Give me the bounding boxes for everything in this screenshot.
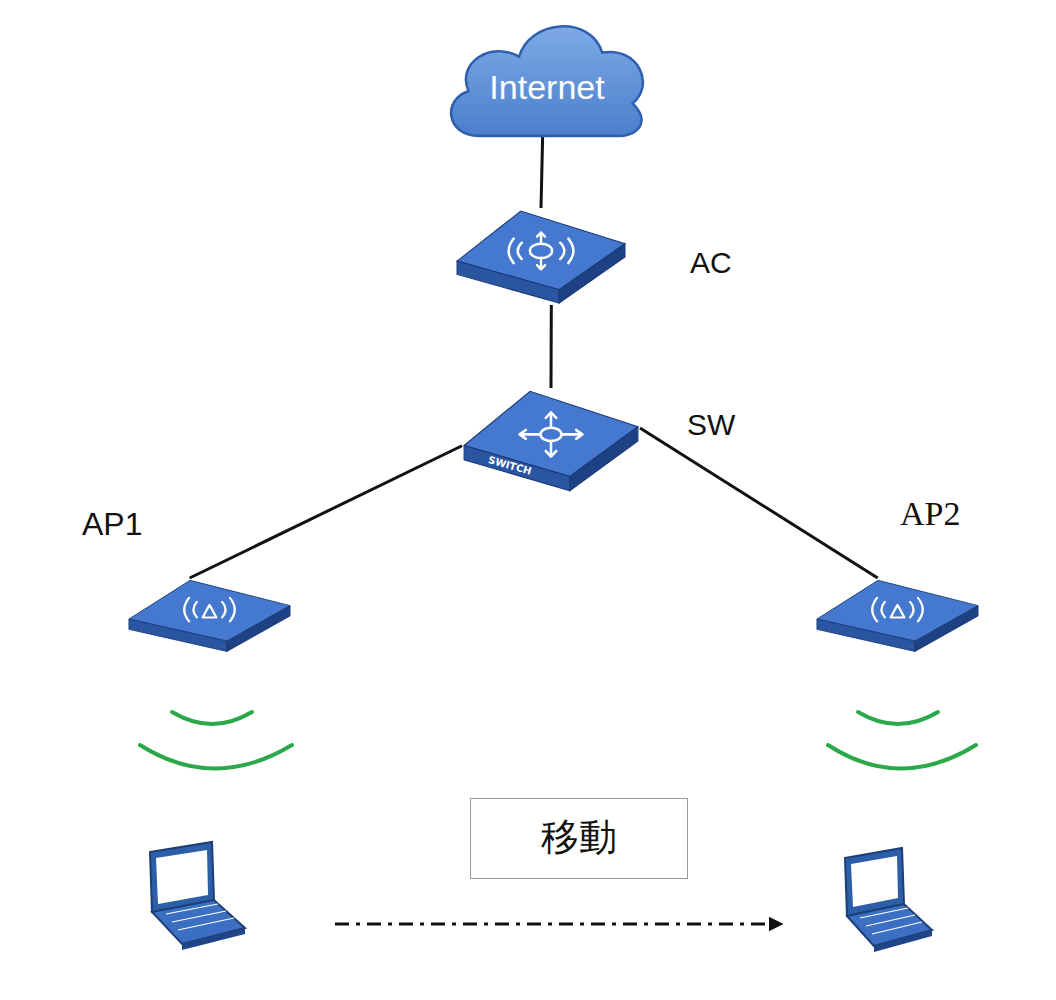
access-point: AP1 (127, 578, 292, 653)
device-icon (127, 578, 292, 653)
network-link (190, 446, 462, 578)
move-box: 移動 (470, 798, 688, 879)
network-link (550, 305, 553, 388)
device-icon (462, 388, 640, 493)
cloud-label: Internet (489, 68, 604, 107)
switch-device: SWITCHSW (462, 388, 640, 493)
wifi-signal (140, 712, 976, 769)
laptop-icon (845, 848, 932, 952)
device-label: SW (687, 408, 735, 443)
device-label: AP2 (900, 494, 960, 533)
device-label: AC (690, 246, 732, 281)
device-icon (815, 578, 980, 653)
device-icon (455, 208, 627, 305)
move-label: 移動 (541, 816, 617, 860)
laptop-icon (150, 842, 245, 950)
access-controller: AC (455, 208, 627, 305)
network-link (541, 136, 543, 208)
device-label: AP1 (82, 506, 142, 543)
internet-cloud: Internet (438, 12, 656, 144)
move-arrow (335, 923, 782, 926)
access-point: AP2 (815, 578, 980, 653)
network-link (640, 428, 878, 578)
